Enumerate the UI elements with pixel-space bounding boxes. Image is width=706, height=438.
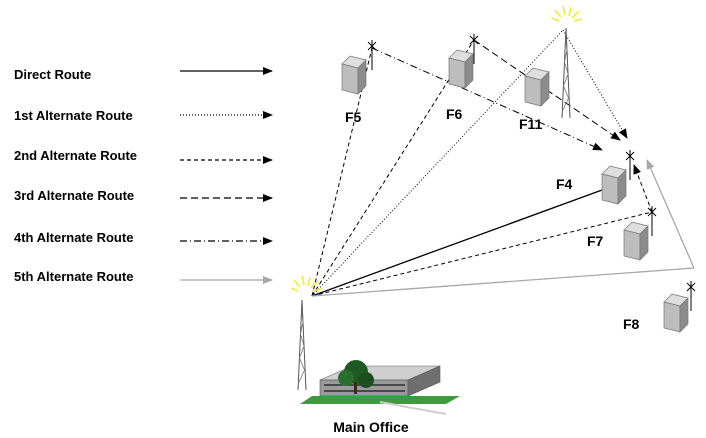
route-f7-to-f4 <box>633 164 653 213</box>
legend: Direct Route 1st Alternate Route 2nd Alt… <box>14 67 273 284</box>
site-f6: F6 <box>446 33 479 122</box>
route-main-to-f7 <box>311 211 653 297</box>
route-f11-tower-to-f4 <box>562 29 628 139</box>
route-main-to-f8 <box>311 267 695 297</box>
direct-route-main-to-f4 <box>311 185 614 297</box>
f7-label: F7 <box>587 233 604 249</box>
f5-label: F5 <box>345 109 362 125</box>
legend-1st-alternate-label: 1st Alternate Route <box>14 108 133 123</box>
legend-3rd-alternate-label: 3rd Alternate Route <box>14 188 134 203</box>
f7-antenna-icon <box>647 205 657 237</box>
main-office-building-icon <box>300 360 460 415</box>
legend-4th-alternate-label: 4th Alternate Route <box>14 230 133 245</box>
site-f11: F11 <box>519 67 550 132</box>
route-f8-to-f4 <box>646 159 695 269</box>
main-office: Main Office <box>290 275 460 435</box>
f7-shelter-icon <box>623 221 649 261</box>
f11-signal-flash-icon <box>551 5 583 22</box>
f4-antenna-icon <box>625 149 635 181</box>
f5-antenna-icon <box>367 39 377 71</box>
legend-5th-alternate-label: 5th Alternate Route <box>14 269 133 284</box>
f6-label: F6 <box>446 106 463 122</box>
route-main-to-f11-tower <box>311 29 564 297</box>
f5-shelter-icon <box>341 55 367 95</box>
route-main-to-f6 <box>311 39 475 297</box>
legend-2nd-alternate-label: 2nd Alternate Route <box>14 148 137 163</box>
f4-shelter-icon <box>601 165 627 205</box>
site-f4: F4 <box>556 149 635 205</box>
f6-shelter-icon <box>448 49 474 89</box>
f8-label: F8 <box>623 316 640 332</box>
f11-tower <box>551 5 583 119</box>
f4-label: F4 <box>556 176 573 192</box>
route-lines <box>311 29 695 297</box>
main-office-label: Main Office <box>333 419 409 435</box>
site-f7: F7 <box>587 205 657 261</box>
site-f5: F5 <box>341 39 377 125</box>
f11-shelter-icon <box>524 67 550 107</box>
legend-direct-route-label: Direct Route <box>14 67 91 82</box>
main-office-tower-icon <box>297 299 307 391</box>
site-f8: F8 <box>623 280 696 333</box>
f11-label: F11 <box>519 116 543 132</box>
f8-shelter-icon <box>663 293 689 333</box>
